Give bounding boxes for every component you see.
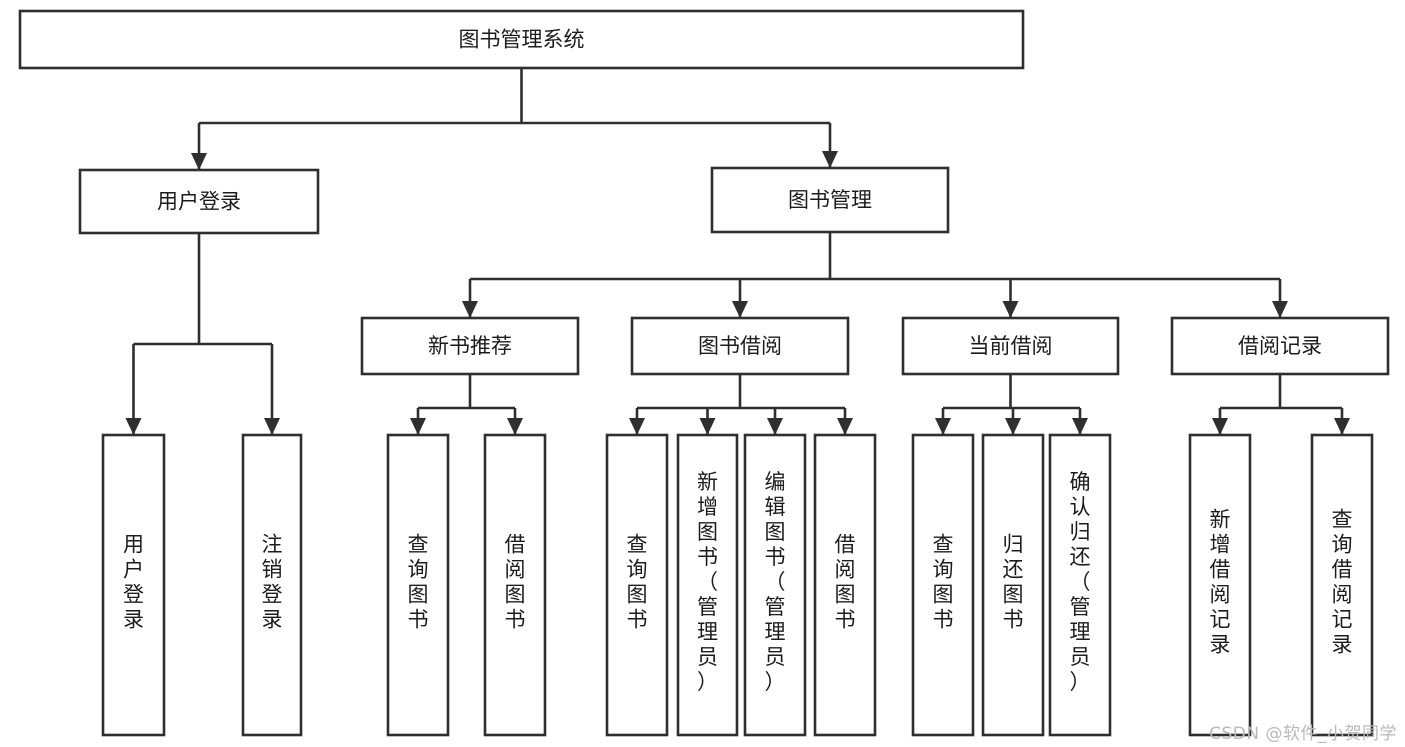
connector-group-book-borrow: [629, 374, 853, 435]
arrow-head-icon: [822, 151, 838, 168]
node-leaf-return-book[interactable]: 归还图书: [981, 433, 1045, 737]
node-label: 用户登录: [123, 533, 144, 632]
node-leaf-user-logout[interactable]: 注销登录: [241, 433, 303, 737]
node-box: [901, 316, 1120, 376]
node-label: 借阅图书: [505, 533, 526, 632]
connector-group-borrow-record: [1212, 374, 1350, 435]
node-leaf-add-book-admin[interactable]: 新增图书（管理员）: [676, 433, 739, 737]
node-box: [911, 433, 975, 737]
node-label: 确认归还（管理员）: [1070, 470, 1091, 694]
arrow-head-icon: [837, 418, 853, 435]
node-label: 借阅记录: [1238, 334, 1322, 358]
node-box: [1310, 433, 1374, 737]
arrow-head-icon: [935, 418, 951, 435]
node-label: 当前借阅: [969, 334, 1053, 358]
node-box: [710, 166, 950, 234]
node-label: 查询图书: [933, 533, 954, 632]
node-box: [1188, 433, 1252, 737]
node-leaf-query-borrow-record[interactable]: 查询借阅记录: [1310, 433, 1374, 737]
node-box: [630, 316, 850, 376]
node-box: [605, 433, 669, 737]
watermark-text: CSDN @软件_小贺同学: [1209, 724, 1397, 744]
node-label: 用户登录: [157, 190, 241, 214]
arrow-head-icon: [629, 418, 645, 435]
node-label: 图书借阅: [698, 334, 782, 358]
node-box: [1170, 316, 1390, 376]
arrow-head-icon: [125, 418, 142, 435]
arrow-head-icon: [732, 301, 748, 318]
node-box: [386, 433, 450, 737]
node-borrow-record[interactable]: 借阅记录: [1170, 316, 1390, 376]
node-label: 注销登录: [262, 533, 283, 632]
node-box: [676, 433, 739, 737]
node-label: 图书管理: [788, 188, 872, 212]
arrow-head-icon: [1272, 301, 1288, 318]
node-label: 编辑图书（管理员）: [765, 470, 786, 694]
node-box: [101, 433, 166, 737]
node-leaf-add-borrow-record[interactable]: 新增借阅记录: [1188, 433, 1252, 737]
arrow-head-icon: [191, 153, 207, 170]
node-leaf-query-book-borrow[interactable]: 查询图书: [605, 433, 669, 737]
node-leaf-query-book-recommend[interactable]: 查询图书: [386, 433, 450, 737]
node-new-book-recommend[interactable]: 新书推荐: [360, 316, 580, 376]
arrow-head-icon: [462, 301, 478, 318]
arrow-head-icon: [264, 418, 280, 435]
node-leaf-edit-book-admin[interactable]: 编辑图书（管理员）: [743, 433, 807, 737]
node-leaf-query-book-current[interactable]: 查询图书: [911, 433, 975, 737]
node-box: [360, 316, 580, 376]
node-leaf-borrow-book-recommend[interactable]: 借阅图书: [483, 433, 547, 737]
node-leaf-borrow-book[interactable]: 借阅图书: [813, 433, 877, 737]
node-user-login[interactable]: 用户登录: [78, 168, 320, 235]
arrow-head-icon: [1212, 418, 1228, 435]
connector-group-new-book-recommend: [410, 374, 523, 435]
connector-group-current-borrow: [935, 374, 1088, 435]
node-box: [18, 9, 1025, 70]
node-box: [743, 433, 807, 737]
node-box: [78, 168, 320, 235]
node-leaf-confirm-return-admin[interactable]: 确认归还（管理员）: [1048, 433, 1112, 737]
node-box: [241, 433, 303, 737]
connectors-layer: [125, 68, 1350, 435]
arrow-head-icon: [410, 418, 426, 435]
node-box: [981, 433, 1045, 737]
arrow-head-icon: [507, 418, 523, 435]
node-label: 归还图书: [1003, 533, 1024, 632]
arrow-head-icon: [1334, 418, 1350, 435]
node-label: 借阅图书: [835, 533, 856, 632]
node-root[interactable]: 图书管理系统: [18, 9, 1025, 70]
node-box: [813, 433, 877, 737]
arrow-head-icon: [1005, 418, 1021, 435]
node-label: 图书管理系统: [459, 28, 585, 52]
arrow-head-icon: [699, 418, 716, 435]
node-current-borrow[interactable]: 当前借阅: [901, 316, 1120, 376]
arrow-head-icon: [1002, 301, 1019, 318]
connector-group-user-login: [125, 233, 280, 435]
connector-group-root: [191, 68, 838, 170]
node-label: 查询图书: [627, 533, 648, 632]
node-box: [1048, 433, 1112, 737]
node-book-borrow[interactable]: 图书借阅: [630, 316, 850, 376]
node-label: 新书推荐: [428, 334, 512, 358]
node-label: 查询借阅记录: [1332, 508, 1353, 657]
arrow-head-icon: [767, 418, 783, 435]
node-box: [483, 433, 547, 737]
node-leaf-user-login[interactable]: 用户登录: [101, 433, 166, 737]
connector-group-book-management: [462, 232, 1288, 318]
node-book-management[interactable]: 图书管理: [710, 166, 950, 234]
node-label: 新增图书（管理员）: [697, 470, 718, 694]
node-label: 查询图书: [408, 533, 429, 632]
nodes-layer: 图书管理系统用户登录图书管理新书推荐图书借阅当前借阅借阅记录用户登录注销登录查询…: [18, 9, 1390, 737]
node-label: 新增借阅记录: [1210, 508, 1231, 657]
arrow-head-icon: [1072, 418, 1088, 435]
